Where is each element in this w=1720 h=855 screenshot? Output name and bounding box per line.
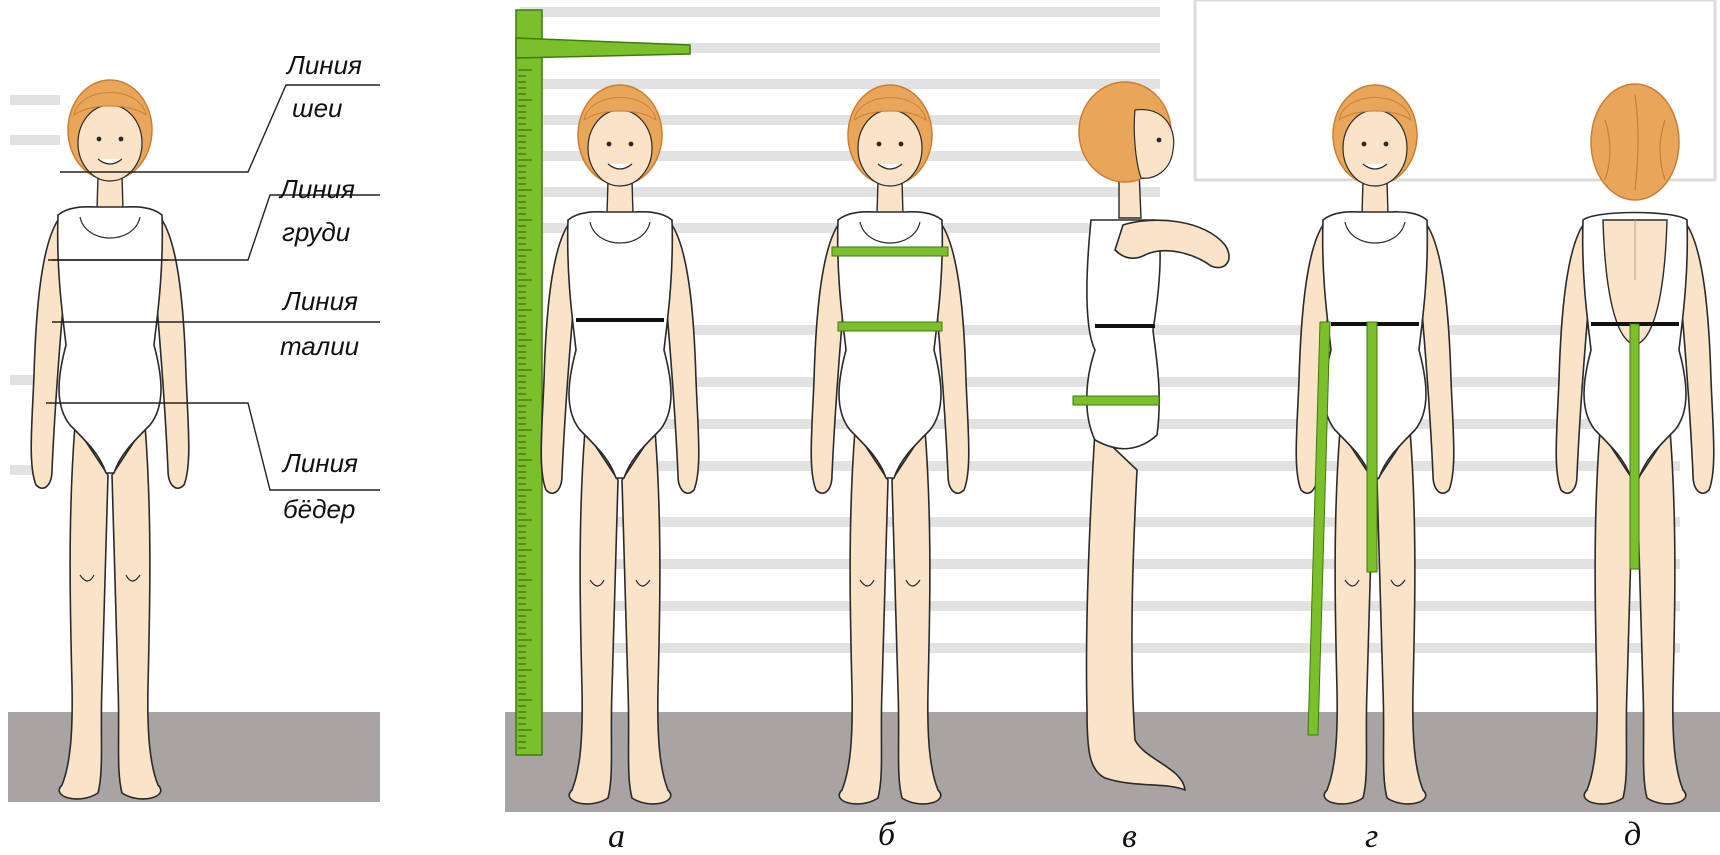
label-waist-line-1: Линия	[283, 288, 358, 314]
label-neck-line-1: Линия	[287, 52, 362, 78]
caption-v: в	[1122, 820, 1137, 854]
label-chest-line-1: Линия	[280, 176, 355, 202]
label-hip-line-2: бёдер	[283, 496, 355, 522]
caption-a: а	[608, 820, 625, 854]
caption-b: б	[878, 818, 895, 852]
label-chest-line-2: груди	[282, 219, 350, 245]
caption-g: г	[1365, 820, 1378, 854]
label-hip-line-1: Линия	[283, 450, 358, 476]
caption-d: д	[1624, 818, 1641, 852]
figure-body-lines	[31, 80, 189, 799]
label-waist-line-2: талии	[280, 333, 359, 359]
label-neck-line-2: шеи	[292, 95, 343, 121]
tape-measure-icon-back	[1630, 324, 1639, 569]
